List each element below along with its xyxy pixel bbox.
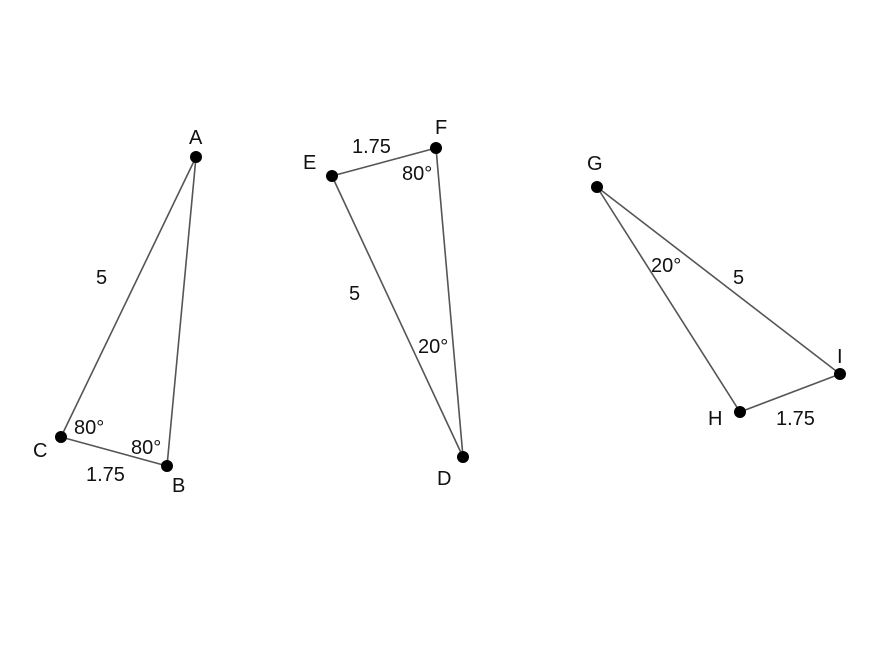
vertex-B bbox=[161, 460, 173, 472]
vertex-label-I: I bbox=[837, 346, 843, 368]
vertex-label-B: B bbox=[172, 475, 185, 497]
vertex-label-F: F bbox=[435, 117, 447, 139]
side-length-label: 1.75 bbox=[86, 464, 125, 486]
edge-CB bbox=[60, 436, 168, 467]
angle-label: 80° bbox=[74, 417, 104, 439]
vertex-label-E: E bbox=[303, 152, 316, 174]
side-length-label: 1.75 bbox=[776, 408, 815, 430]
vertex-label-A: A bbox=[189, 127, 203, 149]
edge-DE bbox=[331, 175, 464, 458]
vertex-label-G: G bbox=[587, 153, 603, 175]
vertex-D bbox=[457, 451, 469, 463]
edge-HI bbox=[739, 373, 841, 413]
vertex-A bbox=[190, 151, 202, 163]
side-length-label: 5 bbox=[96, 267, 107, 289]
edge-BA bbox=[166, 156, 197, 467]
side-length-label: 5 bbox=[349, 283, 360, 305]
vertex-label-C: C bbox=[33, 440, 47, 462]
edges-layer bbox=[60, 147, 841, 467]
labels-layer: A C B 5 1.75 80° 80° E F D 1.75 5 80° 20° G H I 5 1.75 20° bbox=[33, 117, 843, 497]
vertex-E bbox=[326, 170, 338, 182]
vertices-layer bbox=[55, 142, 846, 472]
vertex-label-H: H bbox=[708, 408, 722, 430]
vertex-G bbox=[591, 181, 603, 193]
side-length-label: 1.75 bbox=[352, 136, 391, 158]
side-length-label: 5 bbox=[733, 267, 744, 289]
vertex-label-D: D bbox=[437, 468, 451, 490]
edge-IG bbox=[596, 186, 841, 375]
angle-label: 80° bbox=[402, 163, 432, 185]
angle-label: 20° bbox=[651, 255, 681, 277]
vertex-C bbox=[55, 431, 67, 443]
angle-label: 20° bbox=[418, 336, 448, 358]
vertex-H bbox=[734, 406, 746, 418]
edge-EF bbox=[331, 147, 437, 177]
vertex-F bbox=[430, 142, 442, 154]
edge-FD bbox=[435, 147, 464, 458]
angle-label: 80° bbox=[131, 437, 161, 459]
edge-AC bbox=[60, 156, 197, 438]
edge-GH bbox=[596, 186, 741, 413]
vertex-I bbox=[834, 368, 846, 380]
